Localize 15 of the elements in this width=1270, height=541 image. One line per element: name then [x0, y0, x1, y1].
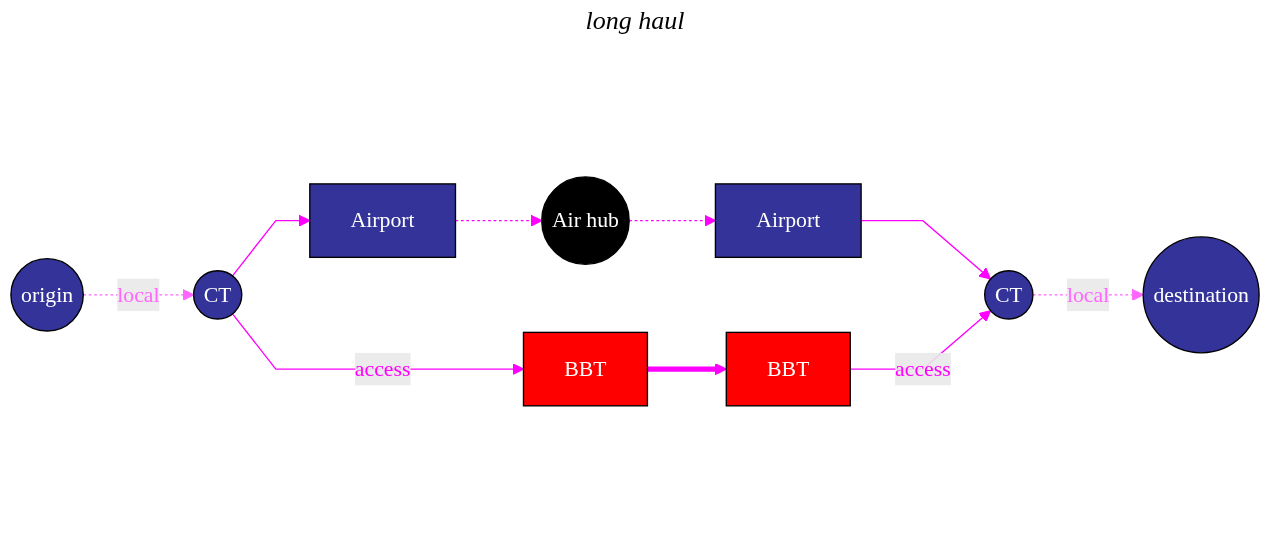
- edge-label: local: [117, 282, 160, 306]
- node-circle: Air hub: [541, 176, 630, 266]
- node-circle: origin: [10, 258, 84, 332]
- edge-label: local: [1066, 282, 1110, 306]
- node-box: Airport: [714, 183, 862, 259]
- node-circle: CT: [192, 270, 243, 320]
- node-box: Airport: [309, 183, 457, 259]
- node-circle: destination: [1142, 236, 1260, 354]
- edge-label: access: [354, 357, 411, 381]
- arrow: [647, 363, 727, 376]
- node-box: BBT: [725, 331, 851, 407]
- node-circle: CT: [984, 270, 1034, 320]
- diagram-label: long haul: [585, 6, 685, 36]
- edge-label: access: [895, 357, 951, 381]
- node-box: BBT: [522, 331, 649, 407]
